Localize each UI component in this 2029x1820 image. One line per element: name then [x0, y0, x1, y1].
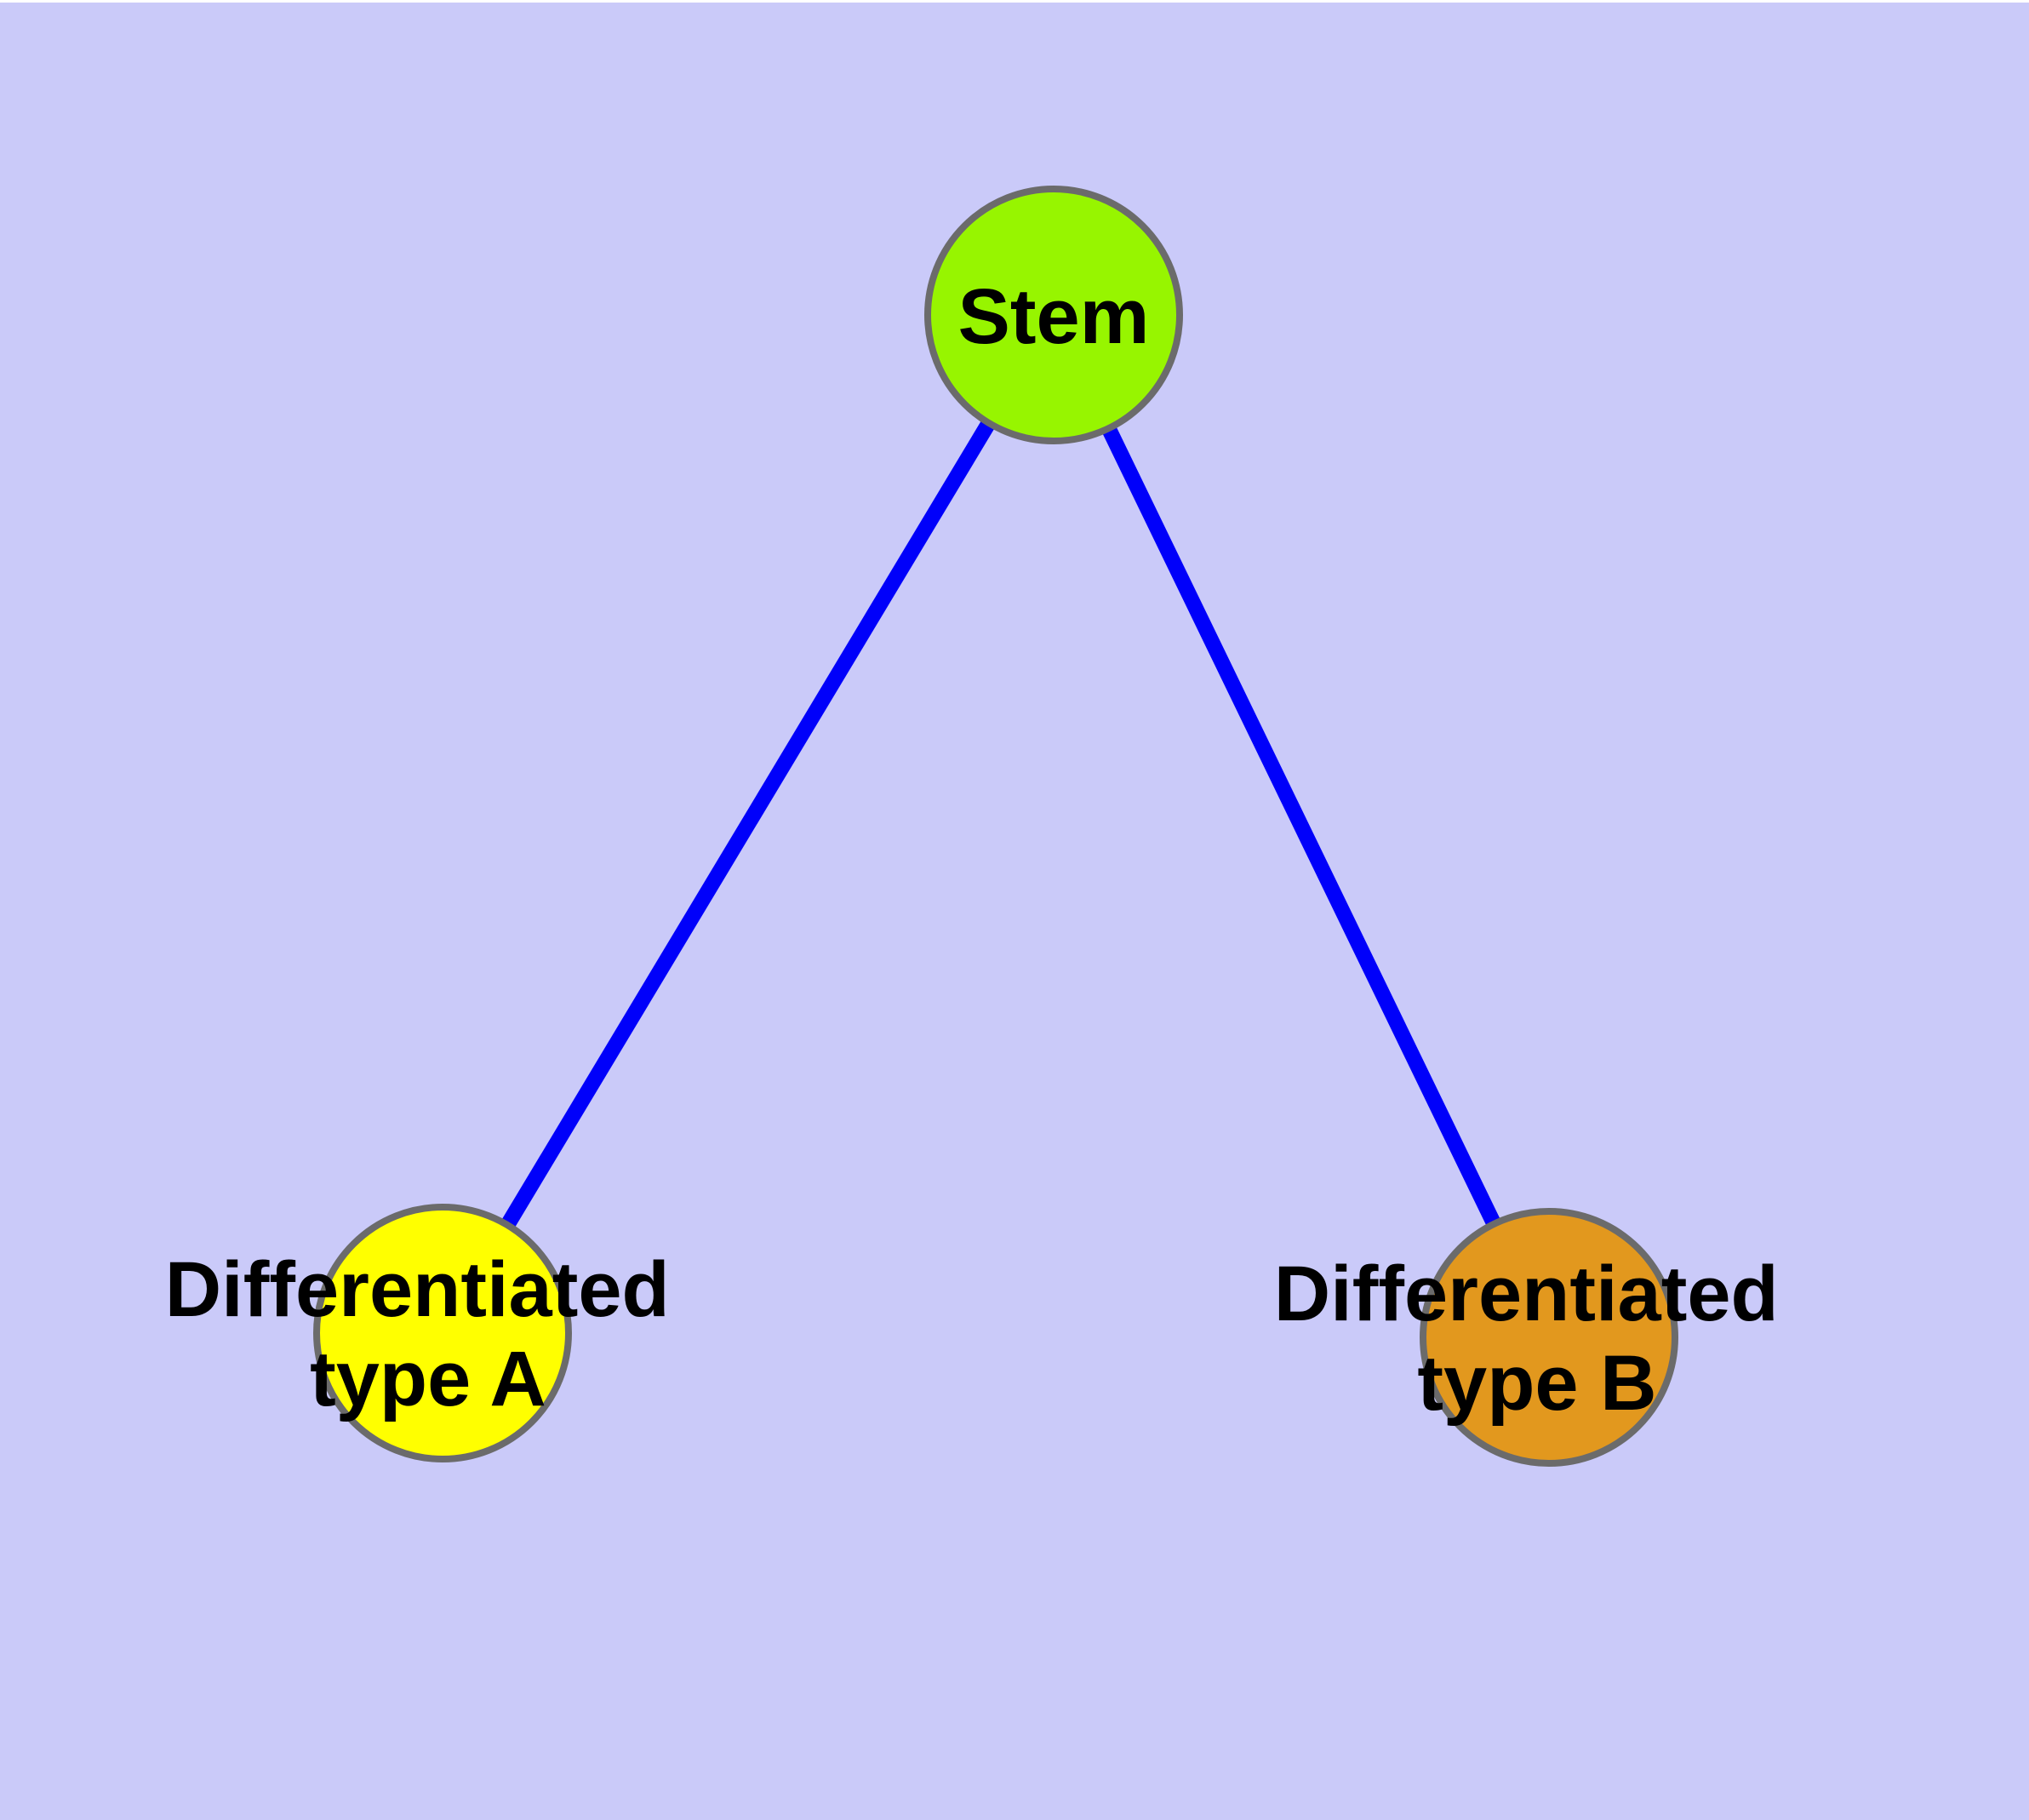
node-stem-circle [924, 186, 1183, 444]
edge-stem-to-type-a [436, 311, 1060, 1337]
node-type-b-circle [1420, 1208, 1678, 1467]
node-stem: Stem [924, 186, 1183, 444]
graph-canvas: Stem Differentiated type A Differentiate… [0, 3, 2029, 1820]
node-type-b-label-line2: type B [1417, 1340, 1656, 1427]
node-type-a-circle [313, 1204, 572, 1462]
node-differentiated-type-b: Differentiated type B [1274, 1208, 1801, 1467]
node-differentiated-type-a: Differentiated type A [165, 1204, 692, 1462]
node-type-b-label-line1: Differentiated [1274, 1251, 1779, 1337]
top-edge-artifact [0, 0, 2029, 3]
edge-stem-to-type-b [1046, 312, 1557, 1341]
node-type-a-label: Differentiated type A [165, 1246, 692, 1422]
node-stem-label: Stem [958, 273, 1150, 360]
node-type-a-label-line2: type A [310, 1336, 546, 1422]
node-type-a-label-line1: Differentiated [165, 1246, 670, 1333]
node-type-b-label: Differentiated type B [1274, 1251, 1801, 1427]
